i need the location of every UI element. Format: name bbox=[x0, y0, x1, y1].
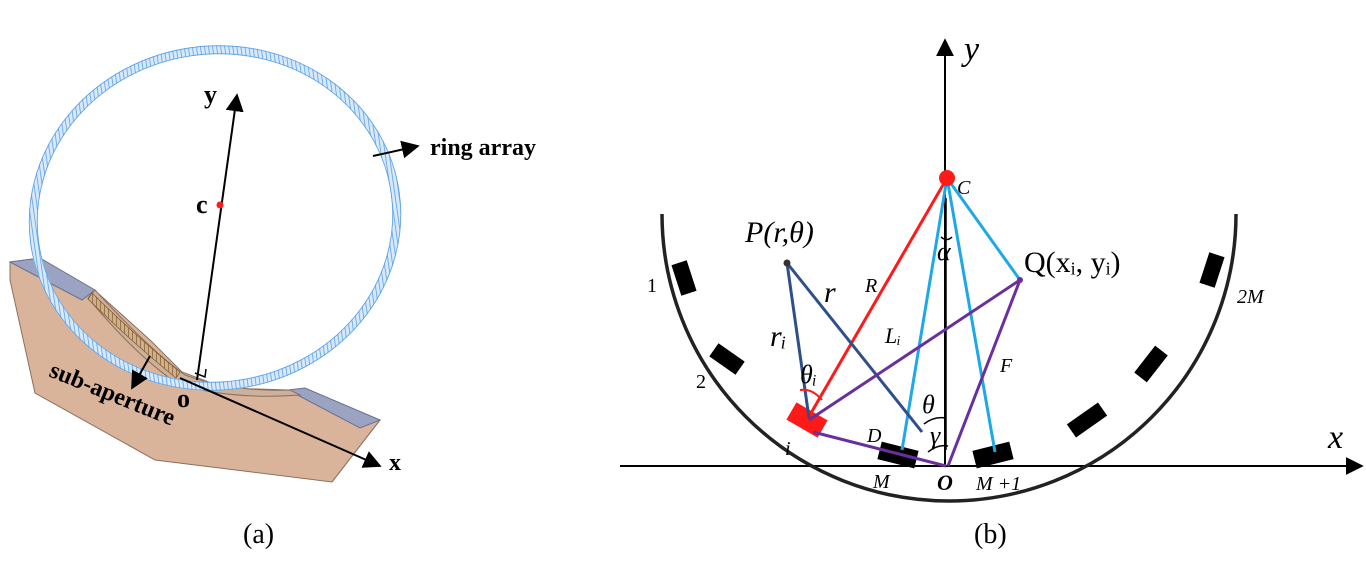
panel-b: y x C α P(r,θ) Q(xᵢ, yᵢ) r rᵢ R Lᵢ F D θ… bbox=[620, 31, 1364, 550]
label-alpha: α bbox=[937, 237, 952, 266]
arc-alpha bbox=[940, 236, 953, 241]
right-angle-mark bbox=[194, 368, 207, 379]
label-M: M bbox=[872, 471, 891, 493]
label-R: R bbox=[864, 275, 877, 297]
label-x-b: x bbox=[1327, 419, 1343, 456]
axis-x-a bbox=[179, 377, 382, 468]
label-Q: Q(xᵢ, yᵢ) bbox=[1024, 246, 1120, 279]
panel-a: y c o x ring array sub-aperture (a) bbox=[8, 45, 536, 550]
element-2M bbox=[1199, 252, 1225, 288]
line-C-M1 bbox=[945, 177, 997, 453]
label-1: 1 bbox=[647, 275, 657, 297]
center-point-C bbox=[939, 170, 955, 186]
caption-b: (b) bbox=[974, 519, 1007, 550]
element-1 bbox=[671, 260, 697, 296]
line-r bbox=[785, 262, 924, 433]
label-gamma: γ bbox=[930, 421, 941, 450]
center-point-c bbox=[216, 201, 224, 209]
label-D: D bbox=[866, 425, 882, 447]
label-o-a: o bbox=[177, 384, 190, 413]
ring-array-arrow bbox=[372, 140, 420, 159]
caption-a: (a) bbox=[243, 519, 274, 550]
element-right-3 bbox=[1134, 345, 1168, 383]
point-P bbox=[783, 259, 791, 267]
label-y-a: y bbox=[204, 80, 217, 109]
line-Q-O bbox=[946, 279, 1022, 467]
transducer-elements bbox=[671, 252, 1225, 469]
label-O: O bbox=[937, 470, 953, 495]
label-2: 2 bbox=[696, 371, 706, 393]
sub-aperture-arrow bbox=[131, 355, 151, 390]
axis-y-a bbox=[196, 93, 244, 381]
line-D bbox=[812, 430, 947, 468]
label-P: P(r,θ) bbox=[744, 216, 814, 249]
label-r: r bbox=[824, 276, 836, 309]
label-C: C bbox=[957, 177, 971, 199]
sub-aperture-strip bbox=[87, 292, 181, 379]
label-L-i: Lᵢ bbox=[884, 323, 901, 348]
ring-arc bbox=[660, 213, 1238, 503]
element-2 bbox=[709, 343, 745, 375]
element-M-plus-1 bbox=[972, 441, 1014, 469]
label-i: i bbox=[785, 438, 791, 460]
line-R bbox=[805, 177, 949, 421]
label-r-i: rᵢ bbox=[770, 320, 786, 353]
ring-array bbox=[28, 45, 402, 391]
arc-theta-i bbox=[799, 388, 823, 401]
label-theta: θ bbox=[922, 390, 935, 419]
line-C-Q bbox=[945, 177, 1022, 281]
label-2M: 2M bbox=[1237, 286, 1265, 308]
label-M-plus-1: M +1 bbox=[975, 473, 1021, 495]
element-right-4 bbox=[1066, 402, 1108, 438]
label-theta-i: θᵢ bbox=[800, 360, 817, 389]
line-i-Q bbox=[808, 278, 1021, 422]
arc-gamma bbox=[927, 444, 949, 453]
label-x-a: x bbox=[389, 450, 401, 476]
label-c-a: c bbox=[196, 190, 208, 219]
line-C-M bbox=[900, 177, 949, 451]
point-Q bbox=[1017, 277, 1023, 283]
arc-theta bbox=[923, 416, 947, 425]
label-y-b: y bbox=[961, 31, 980, 68]
label-ring-array: ring array bbox=[430, 135, 536, 161]
label-F: F bbox=[999, 355, 1013, 377]
line-r-i bbox=[785, 262, 811, 419]
